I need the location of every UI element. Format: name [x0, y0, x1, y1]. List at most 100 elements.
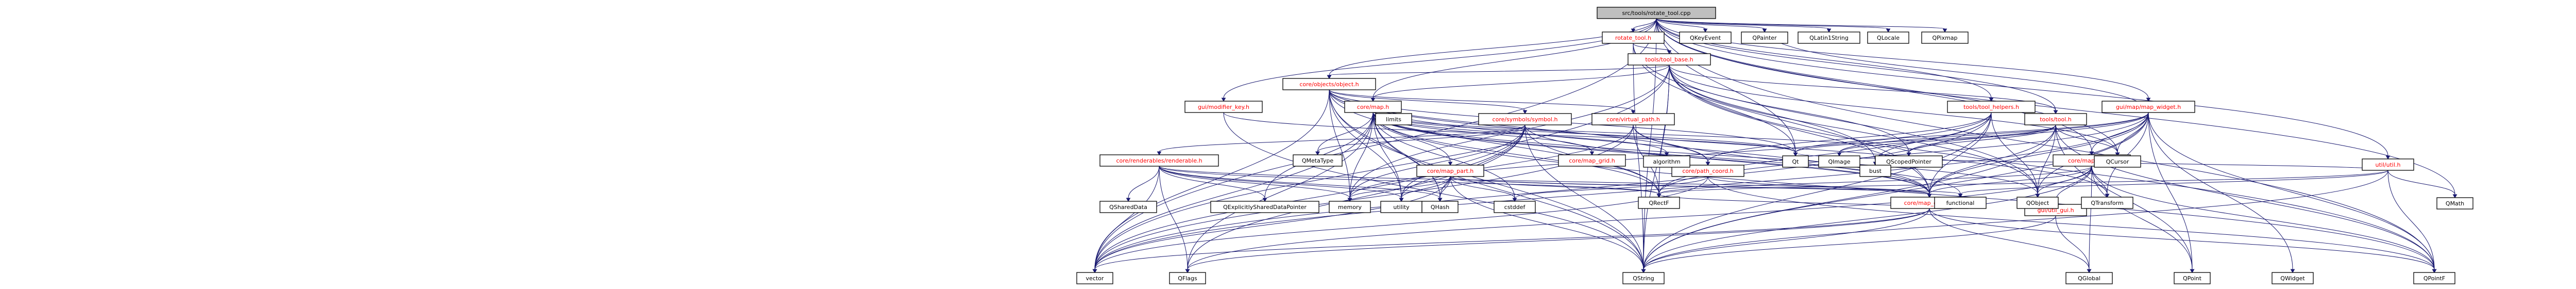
node-qrectf: QRectF: [1638, 197, 1680, 209]
node-qpoint: QPoint: [2174, 272, 2211, 284]
edge-symbol_h-to-renderables_h: [1157, 124, 1526, 155]
node-label: QScopedPointer: [1886, 158, 1931, 165]
edge-gui_util_h-to-qstring: [1641, 215, 2056, 273]
node-qstring: QString: [1622, 272, 1665, 284]
node-label: core/map_part.h: [1427, 168, 1474, 174]
node-utility: utility: [1380, 201, 1422, 213]
node-map-part-h[interactable]: core/map_part.h: [1416, 165, 1484, 177]
node-qmetatype: QMetaType: [1293, 154, 1343, 167]
node-object-h[interactable]: core/objects/object.h: [1282, 78, 1376, 90]
node-memory: memory: [1329, 201, 1371, 213]
node-qhash: QHash: [1421, 201, 1459, 213]
node-label: utility: [1393, 204, 1410, 211]
node-virtual-path-h[interactable]: core/virtual_path.h: [1591, 113, 1675, 125]
node-label: src/tools/rotate_tool.cpp: [1622, 10, 1690, 17]
edge-map_view_h-to-qpointf: [2091, 166, 2437, 273]
node-renderables-h[interactable]: core/renderables/renderable.h: [1099, 154, 1219, 167]
edge-map_view_h-to-qflags: [1185, 166, 2092, 273]
edge-util_h-to-qmath: [2387, 170, 2458, 198]
edge-map_coord_h-to-qglobal: [1929, 208, 2092, 273]
node-label: QPoint: [2183, 275, 2202, 282]
edge-map_part_h-to-utility: [1399, 176, 1451, 202]
node-label: core/map_grid.h: [1569, 157, 1615, 164]
node-map-widget-h[interactable]: gui/map/map_widget.h: [2102, 101, 2195, 113]
edge-virtual_path_h-to-path_coord_h: [1633, 124, 1710, 166]
edge-tool_base_h-to-map_h: [1370, 65, 1670, 102]
node-qlocale: QLocale: [1867, 31, 1909, 44]
edge-root-to-qlatin1string: [1656, 18, 1832, 33]
edge-renderables_h-to-qsharedata: [1126, 166, 1160, 202]
node-label: QString: [1633, 275, 1654, 282]
node-functional: functional: [1934, 197, 1987, 209]
node-qcursor: QCursor: [2094, 155, 2141, 168]
edge-rotate_tool_h-to-tool_base_h: [1633, 43, 1672, 54]
node-label: algorithm: [1653, 158, 1680, 165]
node-qkeyevent: QKeyEvent: [1679, 31, 1732, 44]
node-label: QPointF: [2424, 275, 2445, 282]
edge-tool_base_h-to-vector: [1092, 65, 1670, 273]
edge-gui_util_h-to-qglobal: [2055, 215, 2092, 273]
node-label: QFlags: [1178, 275, 1197, 282]
node-tool-base-h[interactable]: tools/tool_base.h: [1628, 53, 1711, 66]
edge-map_widget_h-to-qimage: [1837, 112, 2149, 156]
node-label: util/util.h: [2376, 162, 2401, 168]
node-qmath: QMath: [2436, 197, 2473, 210]
node-vector: vector: [1076, 272, 1113, 284]
node-label: cstddef: [1504, 204, 1526, 211]
node-label: core/objects/object.h: [1299, 81, 1359, 88]
node-limits: limits: [1375, 113, 1412, 125]
node-label: rotate_tool.h: [1615, 35, 1651, 41]
node-qscopedpointer: QScopedPointer: [1875, 155, 1943, 168]
node-label: tools/tool_base.h: [1645, 56, 1693, 63]
node-modifier-key-h[interactable]: gui/modifier_key.h: [1184, 101, 1263, 113]
edge-map_widget_h-to-qpoint: [2148, 112, 2195, 273]
node-path-coord-h[interactable]: core/path_coord.h: [1671, 165, 1744, 177]
edge-map_view_h-to-map_coord_h: [1927, 166, 2092, 198]
edge-symbol_h-to-vector: [1092, 124, 1526, 273]
node-label: gui/map/map_widget.h: [2116, 104, 2181, 110]
node-label: tools/tool.h: [2040, 116, 2072, 123]
node-tool-helpers-h[interactable]: tools/tool_helpers.h: [1947, 101, 2036, 113]
node-label: QMath: [2446, 200, 2464, 207]
node-label: vector: [1086, 275, 1104, 282]
node-label: core/renderables/renderable.h: [1116, 157, 1202, 164]
edge-tool_h-to-qcursor: [2055, 124, 2120, 156]
node-label: functional: [1946, 200, 1975, 206]
node-label: QGlobal: [2078, 275, 2100, 282]
edge-map_part_h-to-memory: [1347, 176, 1451, 202]
node-label: QCursor: [2106, 158, 2129, 165]
node-map-h[interactable]: core/map.h: [1344, 101, 1402, 113]
node-root[interactable]: src/tools/rotate_tool.cpp: [1597, 7, 1716, 19]
nodes-layer: src/tools/rotate_tool.cpp rotate_tool.h QK…: [1076, 7, 2473, 284]
node-tool-h[interactable]: tools/tool.h: [2024, 113, 2087, 125]
edge-map_part_h-to-functional: [1450, 176, 1963, 198]
edge-symbol_h-to-qstring: [1524, 124, 1646, 273]
node-label: QExplicitlySharedDataPointer: [1223, 204, 1307, 211]
node-qpointf: QPointF: [2413, 272, 2455, 284]
node-label: Qt: [1792, 158, 1800, 165]
node-label: QLatin1String: [1809, 35, 1849, 41]
edge-object_h-to-map_coord_h: [1329, 89, 1932, 198]
edge-root-to-qlocale: [1656, 18, 1891, 33]
node-symbol-h[interactable]: core/symbols/symbol.h: [1478, 113, 1572, 125]
edge-path_coord_h-to-qpointf: [1707, 176, 2437, 273]
edge-symbol_h-to-memory: [1347, 124, 1526, 202]
node-map-grid-h[interactable]: core/map_grid.h: [1558, 154, 1626, 167]
node-qglobal: QGlobal: [2065, 272, 2113, 284]
edge-path_coord_h-to-cstddef: [1512, 176, 1708, 202]
edge-tool_base_h-to-qt: [1669, 65, 1798, 156]
node-qtransform: QTransform: [2081, 197, 2133, 209]
edge-map_part_h-to-qhash: [1437, 176, 1451, 202]
edge-util_h-to-qrectf: [1656, 170, 2388, 198]
edge-object_h-to-virtual_path_h: [1329, 89, 1636, 114]
node-label: QLocale: [1877, 35, 1900, 41]
node-util-h[interactable]: util/util.h: [2362, 158, 2414, 171]
node-rotate-tool-h[interactable]: rotate_tool.h: [1602, 31, 1665, 44]
node-label: core/path_coord.h: [1682, 168, 1733, 174]
edge-map_widget_h-to-map_view_h: [2089, 112, 2149, 155]
edge-map_coord_h-to-qstring: [1641, 208, 1930, 273]
node-label: QWidget: [2280, 275, 2305, 282]
node-qwidget: QWidget: [2272, 272, 2314, 284]
node-label: QMetaType: [1302, 157, 1333, 164]
